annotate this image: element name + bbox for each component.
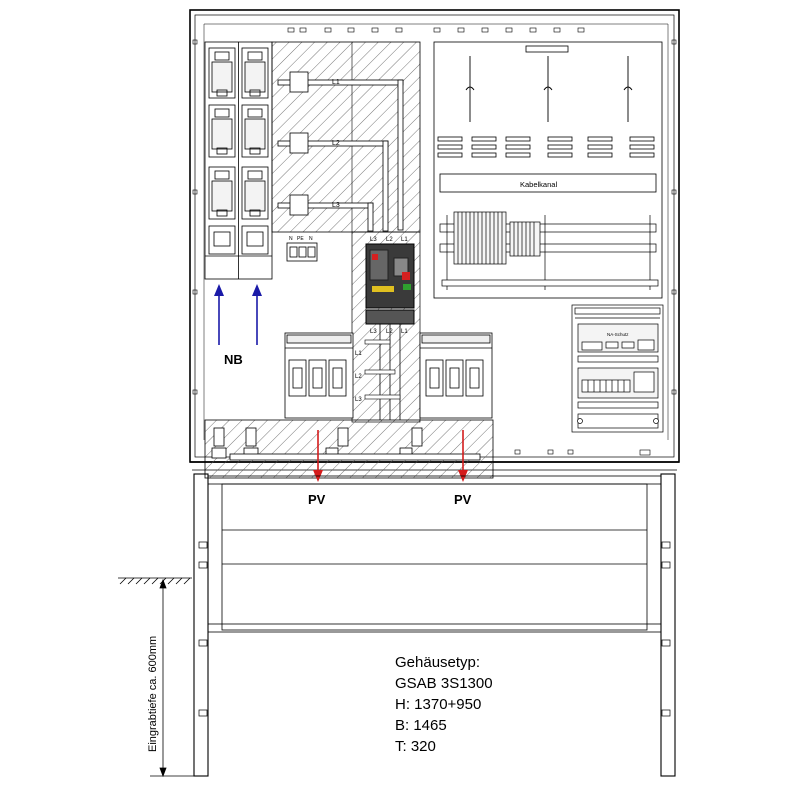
spec-width: B: 1465	[395, 717, 447, 734]
feeder-label-l2: L2	[355, 374, 362, 380]
din-rail-terminals	[439, 211, 659, 290]
pv-label-left: PV	[308, 492, 326, 507]
busbar-label-l1: L1	[332, 79, 340, 86]
spec-title: Gehäusetyp:	[395, 654, 481, 671]
meter-panel	[433, 41, 663, 299]
pv-label-right: PV	[454, 492, 472, 507]
fuse-row-3	[208, 166, 269, 220]
side-screws	[192, 39, 677, 395]
na-schutz-label: NA-Schutz	[607, 332, 629, 337]
base-fixing-slots	[514, 449, 651, 456]
nb-label: NB	[224, 352, 243, 367]
feeder-label-l1: L1	[355, 351, 362, 357]
incoming-arrow-2	[252, 284, 262, 345]
breaker-top-l3: L3	[370, 237, 377, 243]
fuse-row-1	[208, 47, 269, 99]
busbar-label-l3: L3	[332, 202, 340, 209]
pv-fuse-switch-right	[419, 332, 493, 419]
incoming-arrow-1	[214, 284, 224, 345]
ground-line	[118, 577, 192, 585]
bottom-clamp-rail	[204, 419, 494, 479]
spec-height: H: 1370+950	[395, 696, 482, 713]
feeder-label-l3: L3	[355, 397, 362, 403]
base-plinth	[193, 473, 676, 777]
breaker-bot-l2: L2	[386, 329, 393, 335]
breaker-top-l2: L2	[386, 237, 393, 243]
depth-label: Eingrabtiefe ca. 600mm	[147, 636, 159, 752]
na-schutz-panel	[571, 304, 664, 433]
top-fixing-slots	[287, 27, 585, 33]
housing-specs: Gehäusetyp: GSAB 3S1300 H: 1370+950 B: 1…	[395, 652, 493, 757]
terminal-label-a: N	[289, 236, 293, 242]
kabelkanal-label: Kabelkanal	[520, 180, 557, 189]
busbar-section	[271, 41, 421, 233]
depth-dimension	[150, 578, 194, 778]
pv-fuse-switch-left	[284, 332, 354, 419]
spec-depth: T: 320	[395, 738, 436, 755]
breaker-bot-l3: L3	[370, 329, 377, 335]
terminal-block	[286, 242, 318, 262]
circuit-breaker	[351, 231, 421, 423]
fuse-base-terminals	[208, 225, 269, 255]
busbar-label-l2: L2	[332, 140, 340, 147]
spec-model: GSAB 3S1300	[395, 675, 493, 692]
breaker-top-l1: L1	[401, 237, 408, 243]
terminal-label-c: N	[309, 236, 313, 242]
fuse-row-2	[208, 104, 269, 158]
terminal-label-b: PE	[297, 236, 304, 242]
nh-fuse-block	[204, 41, 273, 280]
breaker-bot-l1: L1	[401, 329, 408, 335]
